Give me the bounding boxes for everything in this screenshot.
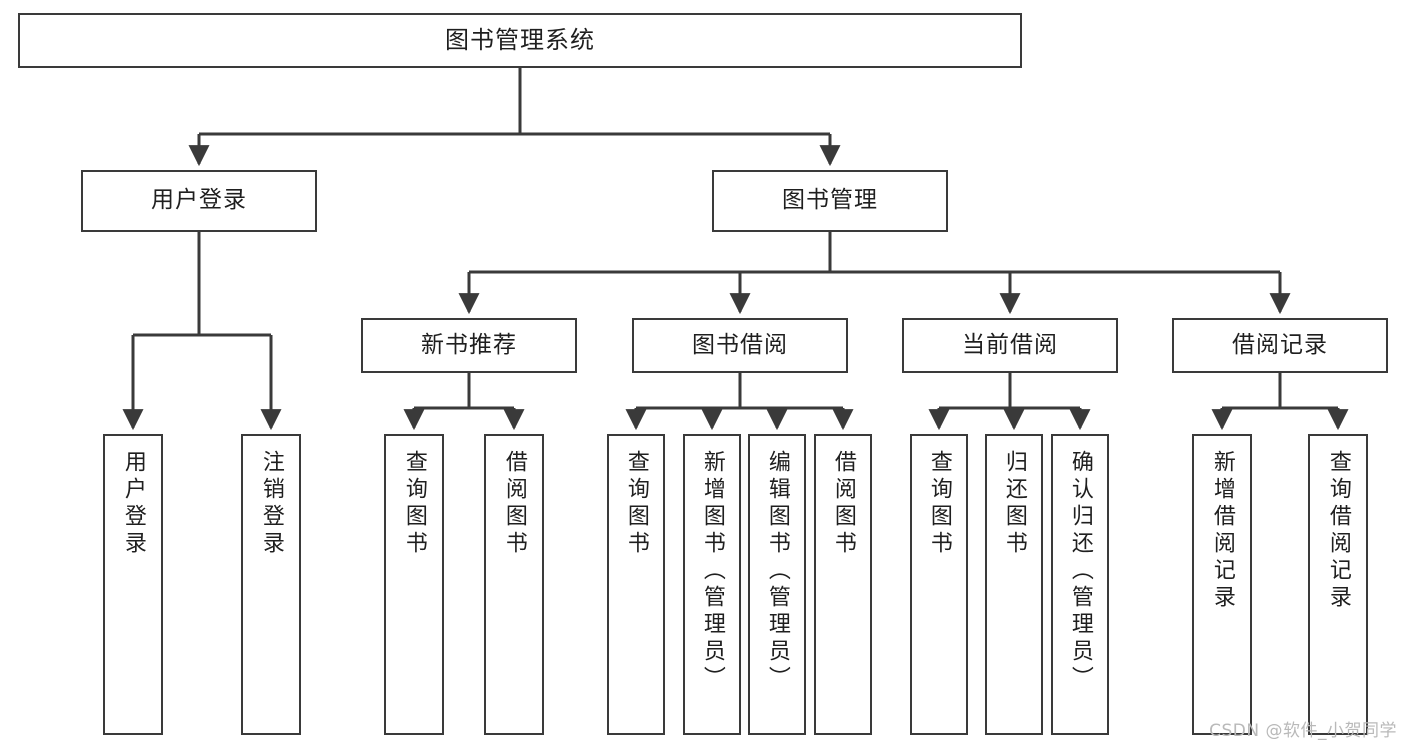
leaf-confirm-return-admin[interactable]: 确认归还（管理员） [1051,434,1109,735]
leaf-label: 借阅图书 [830,450,856,558]
node-root-label: 图书管理系统 [445,26,595,55]
leaf-label: 注销登录 [258,450,284,558]
leaf-logout[interactable]: 注销登录 [241,434,301,735]
leaf-return-books[interactable]: 归还图书 [985,434,1043,735]
node-new-book-recommendation-label: 新书推荐 [421,331,517,358]
leaf-label: 查询借阅记录 [1325,450,1351,612]
node-current-borrowing-label: 当前借阅 [962,331,1058,358]
node-book-borrowing-label: 图书借阅 [692,331,788,358]
leaf-label: 查询图书 [926,450,952,558]
leaf-query-books-borrowing[interactable]: 查询图书 [607,434,665,735]
leaf-label: 查询图书 [623,450,649,558]
leaf-borrow-books[interactable]: 借阅图书 [814,434,872,735]
leaf-query-books-current[interactable]: 查询图书 [910,434,968,735]
watermark: CSDN @软件_小贺同学 [1209,721,1397,741]
leaf-label: 借阅图书 [501,450,527,558]
node-borrowing-records[interactable]: 借阅记录 [1172,318,1388,373]
node-root[interactable]: 图书管理系统 [18,13,1022,68]
leaf-label: 编辑图书（管理员） [764,450,790,693]
leaf-label: 新增图书（管理员） [699,450,725,693]
leaf-label: 确认归还（管理员） [1067,450,1093,693]
node-book-management-label: 图书管理 [782,187,878,214]
node-borrowing-records-label: 借阅记录 [1232,331,1328,358]
leaf-add-borrow-record[interactable]: 新增借阅记录 [1192,434,1252,735]
node-user-login-label: 用户登录 [151,187,247,214]
leaf-query-books-recommend[interactable]: 查询图书 [384,434,444,735]
node-book-management[interactable]: 图书管理 [712,170,948,232]
leaf-label: 查询图书 [401,450,427,558]
leaf-label: 用户登录 [120,450,146,558]
node-user-login[interactable]: 用户登录 [81,170,317,232]
leaf-edit-book-admin[interactable]: 编辑图书（管理员） [748,434,806,735]
node-new-book-recommendation[interactable]: 新书推荐 [361,318,577,373]
node-book-borrowing[interactable]: 图书借阅 [632,318,848,373]
leaf-borrow-books-recommend[interactable]: 借阅图书 [484,434,544,735]
leaf-label: 归还图书 [1001,450,1027,558]
leaf-query-borrow-record[interactable]: 查询借阅记录 [1308,434,1368,735]
leaf-add-book-admin[interactable]: 新增图书（管理员） [683,434,741,735]
leaf-label: 新增借阅记录 [1209,450,1235,612]
node-current-borrowing[interactable]: 当前借阅 [902,318,1118,373]
leaf-user-login[interactable]: 用户登录 [103,434,163,735]
